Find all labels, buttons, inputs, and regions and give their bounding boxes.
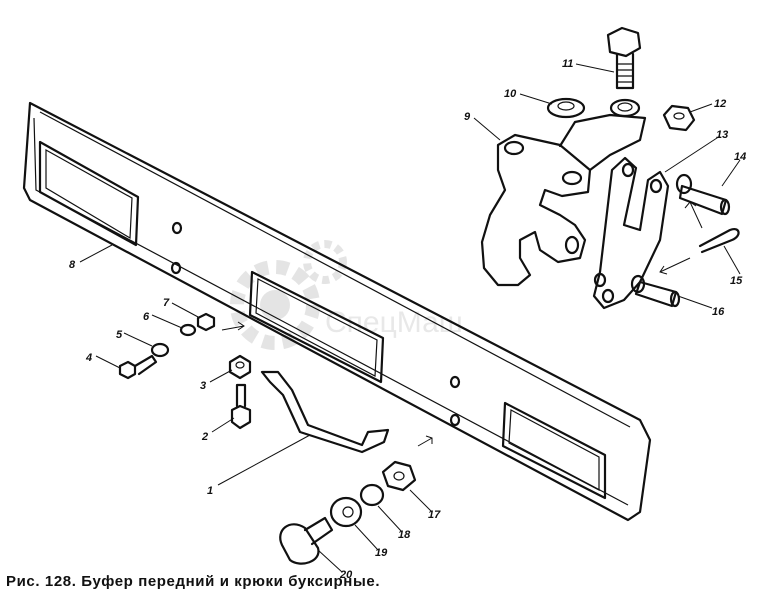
assembly-arrow-3 — [684, 201, 703, 229]
washer-6 — [179, 323, 197, 337]
watermark-text: СпецМаш — [325, 306, 463, 339]
washer-19-hole — [342, 506, 354, 518]
washer-10 — [546, 97, 586, 119]
bolt-2 — [230, 383, 252, 430]
washer-5 — [150, 342, 170, 358]
lock-washer-18 — [359, 483, 385, 507]
callout-labels: 1 2 3 4 5 6 7 8 9 10 11 12 13 14 15 16 1… — [69, 58, 746, 581]
callout-10: 10 — [504, 88, 517, 100]
callout-6: 6 — [143, 311, 150, 323]
callout-13: 13 — [716, 129, 728, 141]
callout-4: 4 — [85, 352, 92, 364]
nut-3 — [228, 354, 252, 380]
tow-hook-9 — [480, 98, 647, 287]
pin-16 — [630, 274, 681, 308]
callout-2: 2 — [201, 431, 208, 443]
leader-lines — [79, 63, 741, 573]
assembly-arrow — [221, 321, 245, 331]
callout-15: 15 — [730, 275, 743, 287]
callout-14: 14 — [734, 151, 746, 163]
front-bumper — [22, 101, 652, 522]
watermark: СпецМаш — [230, 240, 463, 350]
callout-20: 20 — [339, 569, 353, 581]
callout-17: 17 — [428, 509, 441, 521]
assembly-arrow-2 — [417, 435, 433, 447]
callout-9: 9 — [464, 111, 471, 123]
nut-7 — [196, 312, 216, 332]
watermark-gear-icon — [230, 240, 347, 350]
callout-19: 19 — [375, 547, 388, 559]
nut-12 — [662, 104, 696, 132]
cotter-pin-15 — [698, 228, 740, 254]
callout-7: 7 — [163, 297, 170, 309]
callout-18: 18 — [398, 529, 411, 541]
shackle-13 — [592, 156, 670, 310]
callout-12: 12 — [714, 98, 726, 110]
bracket-1 — [260, 370, 390, 454]
assembly-arrow-4 — [659, 257, 691, 275]
bolt-4 — [118, 354, 158, 380]
callout-8: 8 — [69, 259, 76, 271]
washer-19 — [329, 496, 363, 528]
callout-16: 16 — [712, 306, 725, 318]
figure-caption: Рис. 128. Буфер передний и крюки буксирн… — [6, 573, 381, 590]
carriage-bolt-20 — [279, 516, 334, 565]
callout-3: 3 — [200, 380, 206, 392]
callout-5: 5 — [116, 329, 123, 341]
callout-11: 11 — [562, 58, 573, 70]
pin-14 — [675, 173, 731, 216]
nut-17-hole — [393, 471, 405, 481]
nut-17 — [381, 460, 417, 492]
callout-1: 1 — [207, 485, 213, 497]
bolt-11 — [606, 26, 642, 90]
